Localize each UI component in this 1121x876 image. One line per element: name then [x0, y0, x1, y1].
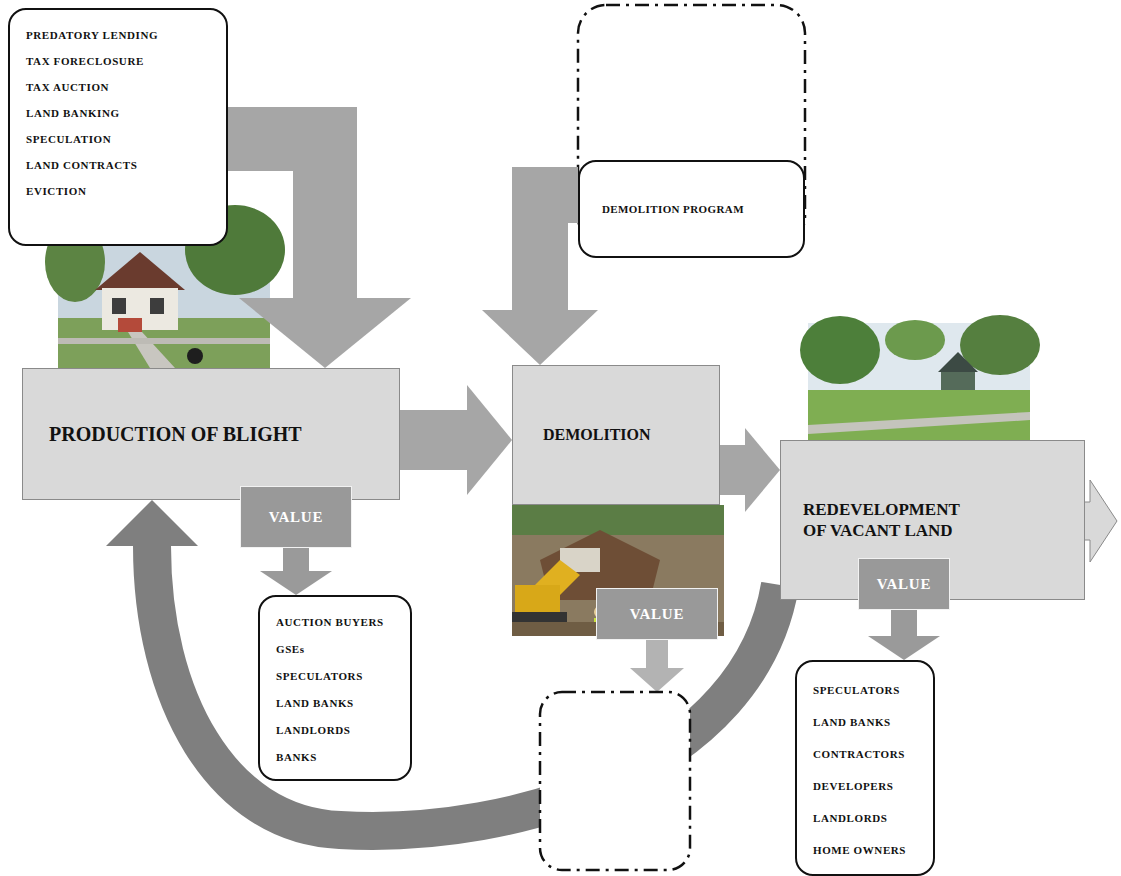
list-item: BANKS	[276, 744, 402, 771]
list-item: SPECULATORS	[813, 674, 925, 706]
program-box: DEMOLITION PROGRAM	[578, 160, 805, 258]
empty-dashed-box	[540, 692, 690, 870]
arrow-head	[868, 636, 940, 660]
box-label: DEMOLITION	[543, 425, 651, 445]
arrow-body	[400, 410, 467, 470]
value-box: VALUE	[240, 486, 352, 548]
flow-arrow	[720, 428, 780, 512]
list-item: TAX FORECLOSURE	[26, 48, 218, 74]
box-label: DEMOLITION PROGRAM	[602, 203, 744, 215]
list-item: TAX AUCTION	[26, 74, 218, 100]
arrow-body	[720, 445, 745, 495]
list-item: LANDLORDS	[276, 717, 402, 744]
list-item: AUCTION BUYERS	[276, 609, 402, 636]
box-label: REDEVELOPMENT OF VACANT LAND	[803, 499, 981, 542]
stage-arrow-box: DEMOLITION	[512, 365, 720, 505]
list-item: GSEs	[276, 636, 402, 663]
vacant-lot-photo	[800, 315, 1040, 440]
list-item: LAND BANKING	[26, 100, 218, 126]
arrow-head	[745, 428, 780, 512]
arrow-head	[260, 571, 332, 595]
list-item: LAND BANKS	[813, 706, 925, 738]
list-item: LAND BANKS	[276, 690, 402, 717]
list-item: PREDATORY LENDING	[26, 22, 218, 48]
arrow-head	[106, 500, 198, 546]
list-item: DEVELOPERS	[813, 770, 925, 802]
recipient-list: SPECULATORSLAND BANKSCONTRACTORSDEVELOPE…	[795, 660, 935, 876]
list-item: LAND CONTRACTS	[26, 152, 218, 178]
arrow-head	[467, 385, 512, 495]
list-item: HOME OWNERS	[813, 834, 925, 866]
arrow-head	[239, 298, 411, 368]
list-item: SPECULATION	[26, 126, 218, 152]
value-label: VALUE	[877, 576, 932, 593]
value-box: VALUE	[858, 558, 950, 610]
arrow-body	[891, 610, 917, 636]
list-item: EVICTION	[26, 178, 218, 204]
flow-arrow	[400, 385, 512, 495]
value-label: VALUE	[269, 509, 324, 526]
flow-arrow	[228, 139, 411, 368]
cause-list: PREDATORY LENDINGTAX FORECLOSURETAX AUCT…	[8, 8, 228, 246]
value-arrow	[630, 640, 684, 692]
box-label: PRODUCTION OF BLIGHT	[49, 422, 302, 447]
value-box: VALUE	[596, 588, 718, 640]
flow-arrow	[868, 610, 940, 660]
arrow-body	[228, 139, 325, 298]
list-item: LANDLORDS	[813, 802, 925, 834]
recipient-list: AUCTION BUYERSGSEsSPECULATORSLAND BANKSL…	[258, 595, 412, 781]
arrow-body	[540, 195, 578, 310]
list-item: CONTRACTORS	[813, 738, 925, 770]
arrow-head	[482, 310, 598, 365]
arrow-body	[283, 548, 309, 571]
value-label: VALUE	[630, 606, 685, 623]
flow-arrow	[260, 548, 332, 595]
stage-arrow-box: PRODUCTION OF BLIGHT	[22, 368, 400, 500]
list-item: SPECULATORS	[276, 663, 402, 690]
